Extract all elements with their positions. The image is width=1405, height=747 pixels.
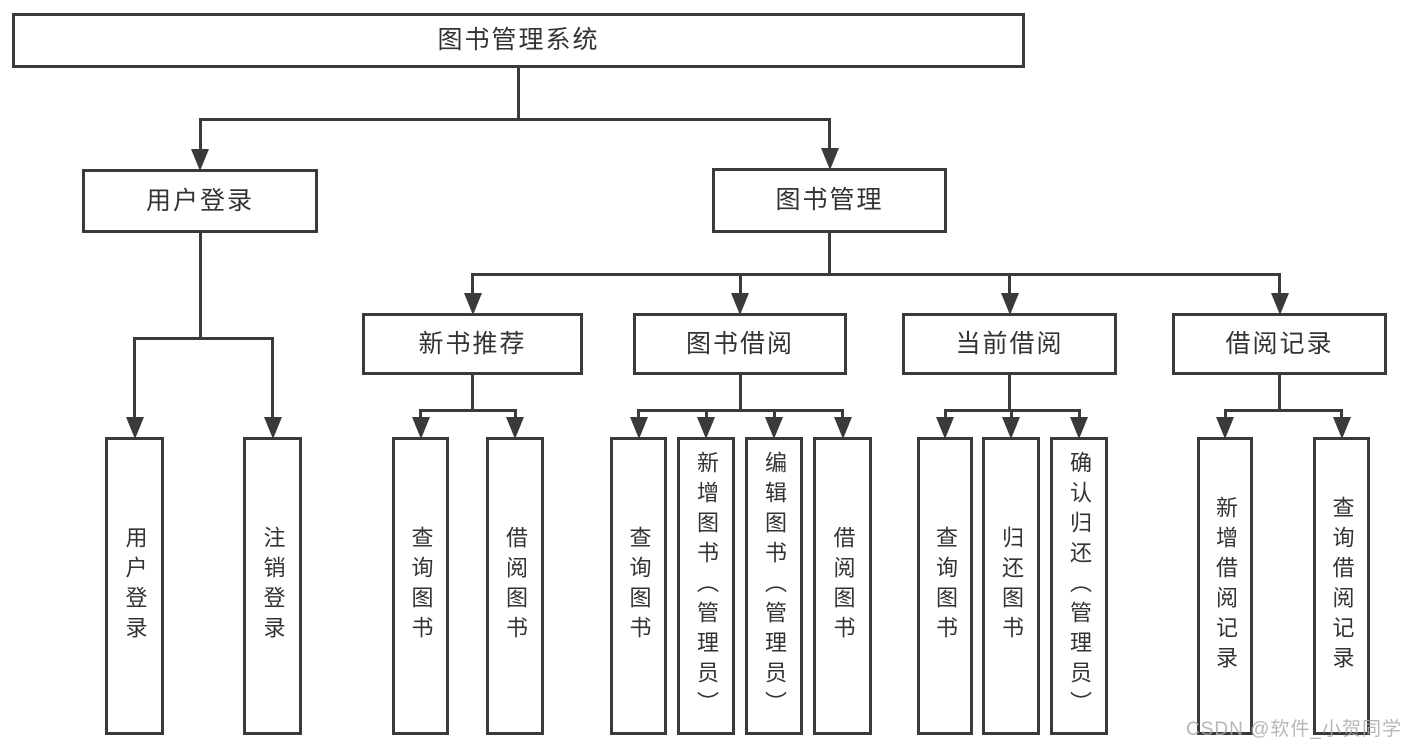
node-borrow-records: 借阅记录 [1172,313,1387,375]
node-current-borrow: 当前借阅 [902,313,1117,375]
stem-current-borrow [1008,375,1011,412]
stem-book-borrow [738,375,742,412]
arrowhead-user-login [191,149,209,171]
node-label-new-book-rec: 新书推荐 [418,329,527,358]
drop-leaf-nb-borrow [513,409,517,419]
drop-user-login [198,118,202,151]
drop-leaf-nb-query [419,409,422,419]
node-label-leaf-bb-edit: 编辑图书（管理员） [762,451,787,721]
node-leaf-bb-query: 查询图书 [610,437,667,735]
drop-leaf-bb-query [637,409,640,419]
bar-user-login [133,337,274,340]
arrowhead-leaf-bb-borrow [833,417,852,439]
bar-book-borrow [637,409,844,412]
node-leaf-logout: 注销登录 [243,437,302,735]
arrowhead-book-mgmt [820,148,839,170]
node-book-borrow: 图书借阅 [633,313,847,375]
drop-leaf-bb-borrow [841,409,844,419]
arrowhead-leaf-cb-return [1002,417,1020,439]
drop-leaf-bb-edit [772,409,776,419]
arrowhead-leaf-br-query [1332,417,1351,439]
arrowhead-leaf-nb-borrow [506,417,524,439]
node-label-leaf-nb-borrow: 借阅图书 [503,526,528,646]
drop-leaf-cb-query [943,409,947,419]
drop-leaf-cb-confirm [1077,409,1081,419]
node-leaf-bb-edit: 编辑图书（管理员） [745,437,803,735]
node-label-leaf-bb-add: 新增图书（管理员） [694,451,719,721]
arrowhead-leaf-bb-query [629,417,648,439]
stem-borrow-records [1278,375,1281,412]
arrowhead-new-book-rec [463,293,482,315]
bar-borrow-records [1223,409,1343,412]
node-leaf-br-add: 新增借阅记录 [1197,437,1253,735]
arrowhead-leaf-bb-edit [765,417,783,439]
drop-borrow-records [1278,273,1281,295]
arrowhead-leaf-cb-query [936,417,954,439]
stem-book-mgmt [828,233,831,276]
drop-leaf-br-add [1223,409,1227,419]
stem-user-login [198,233,202,340]
node-leaf-cb-query: 查询图书 [917,437,973,735]
node-user-login: 用户登录 [82,169,318,233]
drop-book-borrow [738,273,742,295]
node-leaf-bb-borrow: 借阅图书 [813,437,872,735]
node-label-user-login: 用户登录 [145,186,254,215]
node-label-root: 图书管理系统 [437,26,600,54]
node-label-leaf-nb-query: 查询图书 [408,526,434,646]
arrowhead-leaf-br-add [1216,417,1234,439]
node-leaf-login: 用户登录 [105,437,164,735]
node-leaf-cb-confirm: 确认归还（管理员） [1050,437,1108,735]
node-leaf-nb-query: 查询图书 [392,437,449,735]
arrowhead-leaf-cb-confirm [1070,417,1088,439]
node-label-leaf-bb-query: 查询图书 [626,526,652,646]
stem-new-book-rec [471,375,474,412]
arrowhead-book-borrow [731,293,749,315]
arrowhead-leaf-logout [263,417,282,439]
drop-leaf-bb-add [704,409,708,419]
node-leaf-br-query: 查询借阅记录 [1313,437,1370,735]
drop-book-mgmt [828,118,831,150]
bar-root [198,118,831,121]
node-leaf-bb-add: 新增图书（管理员） [677,437,735,735]
node-label-leaf-login: 用户登录 [122,526,148,646]
node-label-borrow-records: 借阅记录 [1225,329,1334,358]
node-label-leaf-cb-confirm: 确认归还（管理员） [1067,451,1092,721]
node-root: 图书管理系统 [12,13,1025,68]
bar-new-book-rec [419,409,517,412]
arrowhead-current-borrow [1000,293,1019,315]
drop-leaf-logout [271,337,274,419]
node-label-leaf-cb-return: 归还图书 [999,526,1024,646]
node-label-leaf-logout: 注销登录 [260,526,286,646]
arrowhead-leaf-login [125,417,144,439]
drop-leaf-cb-return [1009,409,1013,419]
drop-current-borrow [1008,273,1011,295]
node-book-mgmt: 图书管理 [712,168,947,233]
node-label-leaf-bb-borrow: 借阅图书 [830,526,856,646]
node-label-leaf-cb-query: 查询图书 [933,526,958,646]
node-leaf-nb-borrow: 借阅图书 [486,437,544,735]
stem-root [517,68,520,121]
bar-book-mgmt [471,273,1281,276]
arrowhead-leaf-bb-add [697,417,715,439]
drop-new-book-rec [471,273,474,295]
drop-leaf-br-query [1340,409,1343,419]
drop-leaf-login [133,337,136,419]
node-label-book-mgmt: 图书管理 [775,186,884,214]
node-label-book-borrow: 图书借阅 [685,329,794,358]
arrowhead-leaf-nb-query [411,417,430,439]
node-label-leaf-br-query: 查询借阅记录 [1329,496,1355,676]
node-label-leaf-br-add: 新增借阅记录 [1213,496,1238,676]
arrowhead-borrow-records [1270,293,1289,315]
node-leaf-cb-return: 归还图书 [982,437,1040,735]
node-new-book-rec: 新书推荐 [362,313,583,375]
node-label-current-borrow: 当前借阅 [955,329,1064,358]
